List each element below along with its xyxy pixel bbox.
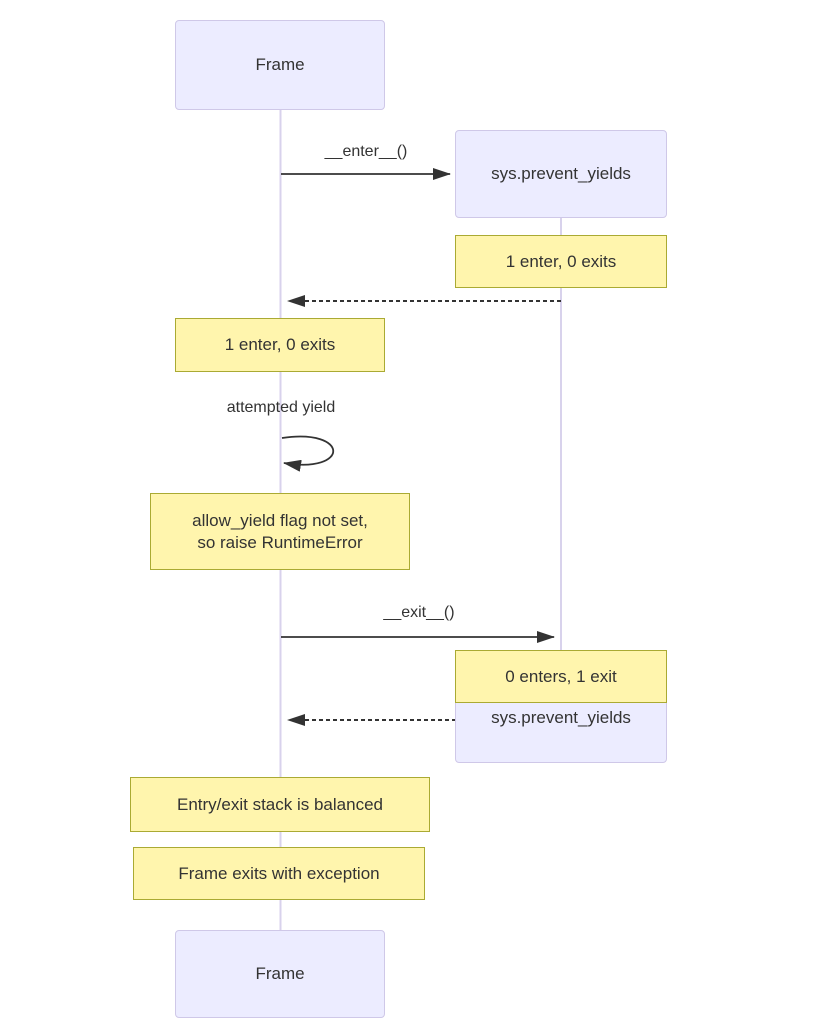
participant-frame-top: Frame	[175, 20, 385, 110]
participant-sys-prevent-yields-top-label: sys.prevent_yields	[491, 164, 631, 183]
attempted-yield-message-label: attempted yield	[226, 399, 336, 416]
enter-message-label: __enter__()	[324, 143, 408, 160]
exit-message-label: __exit__()	[383, 604, 455, 621]
note-sys-enter-count: 1 enter, 0 exits	[455, 235, 667, 288]
participant-frame-bottom: Frame	[175, 930, 385, 1018]
participant-sys-prevent-yields-bottom-label: sys.prevent_yields	[491, 708, 631, 727]
note-sys-exit-count: 0 enters, 1 exit	[455, 650, 667, 703]
participant-frame-bottom-label: Frame	[255, 964, 305, 983]
note-allow-yield-runtime-error: allow_yield flag not set, so raise Runti…	[150, 493, 410, 570]
self-loop-arrow	[281, 435, 335, 472]
participant-sys-prevent-yields-top: sys.prevent_yields	[455, 130, 667, 218]
note-frame-exits-exception: Frame exits with exception	[133, 847, 425, 900]
note-stack-balanced: Entry/exit stack is balanced	[130, 777, 430, 832]
note-frame-enter-count: 1 enter, 0 exits	[175, 318, 385, 372]
participant-frame-top-label: Frame	[255, 55, 305, 74]
